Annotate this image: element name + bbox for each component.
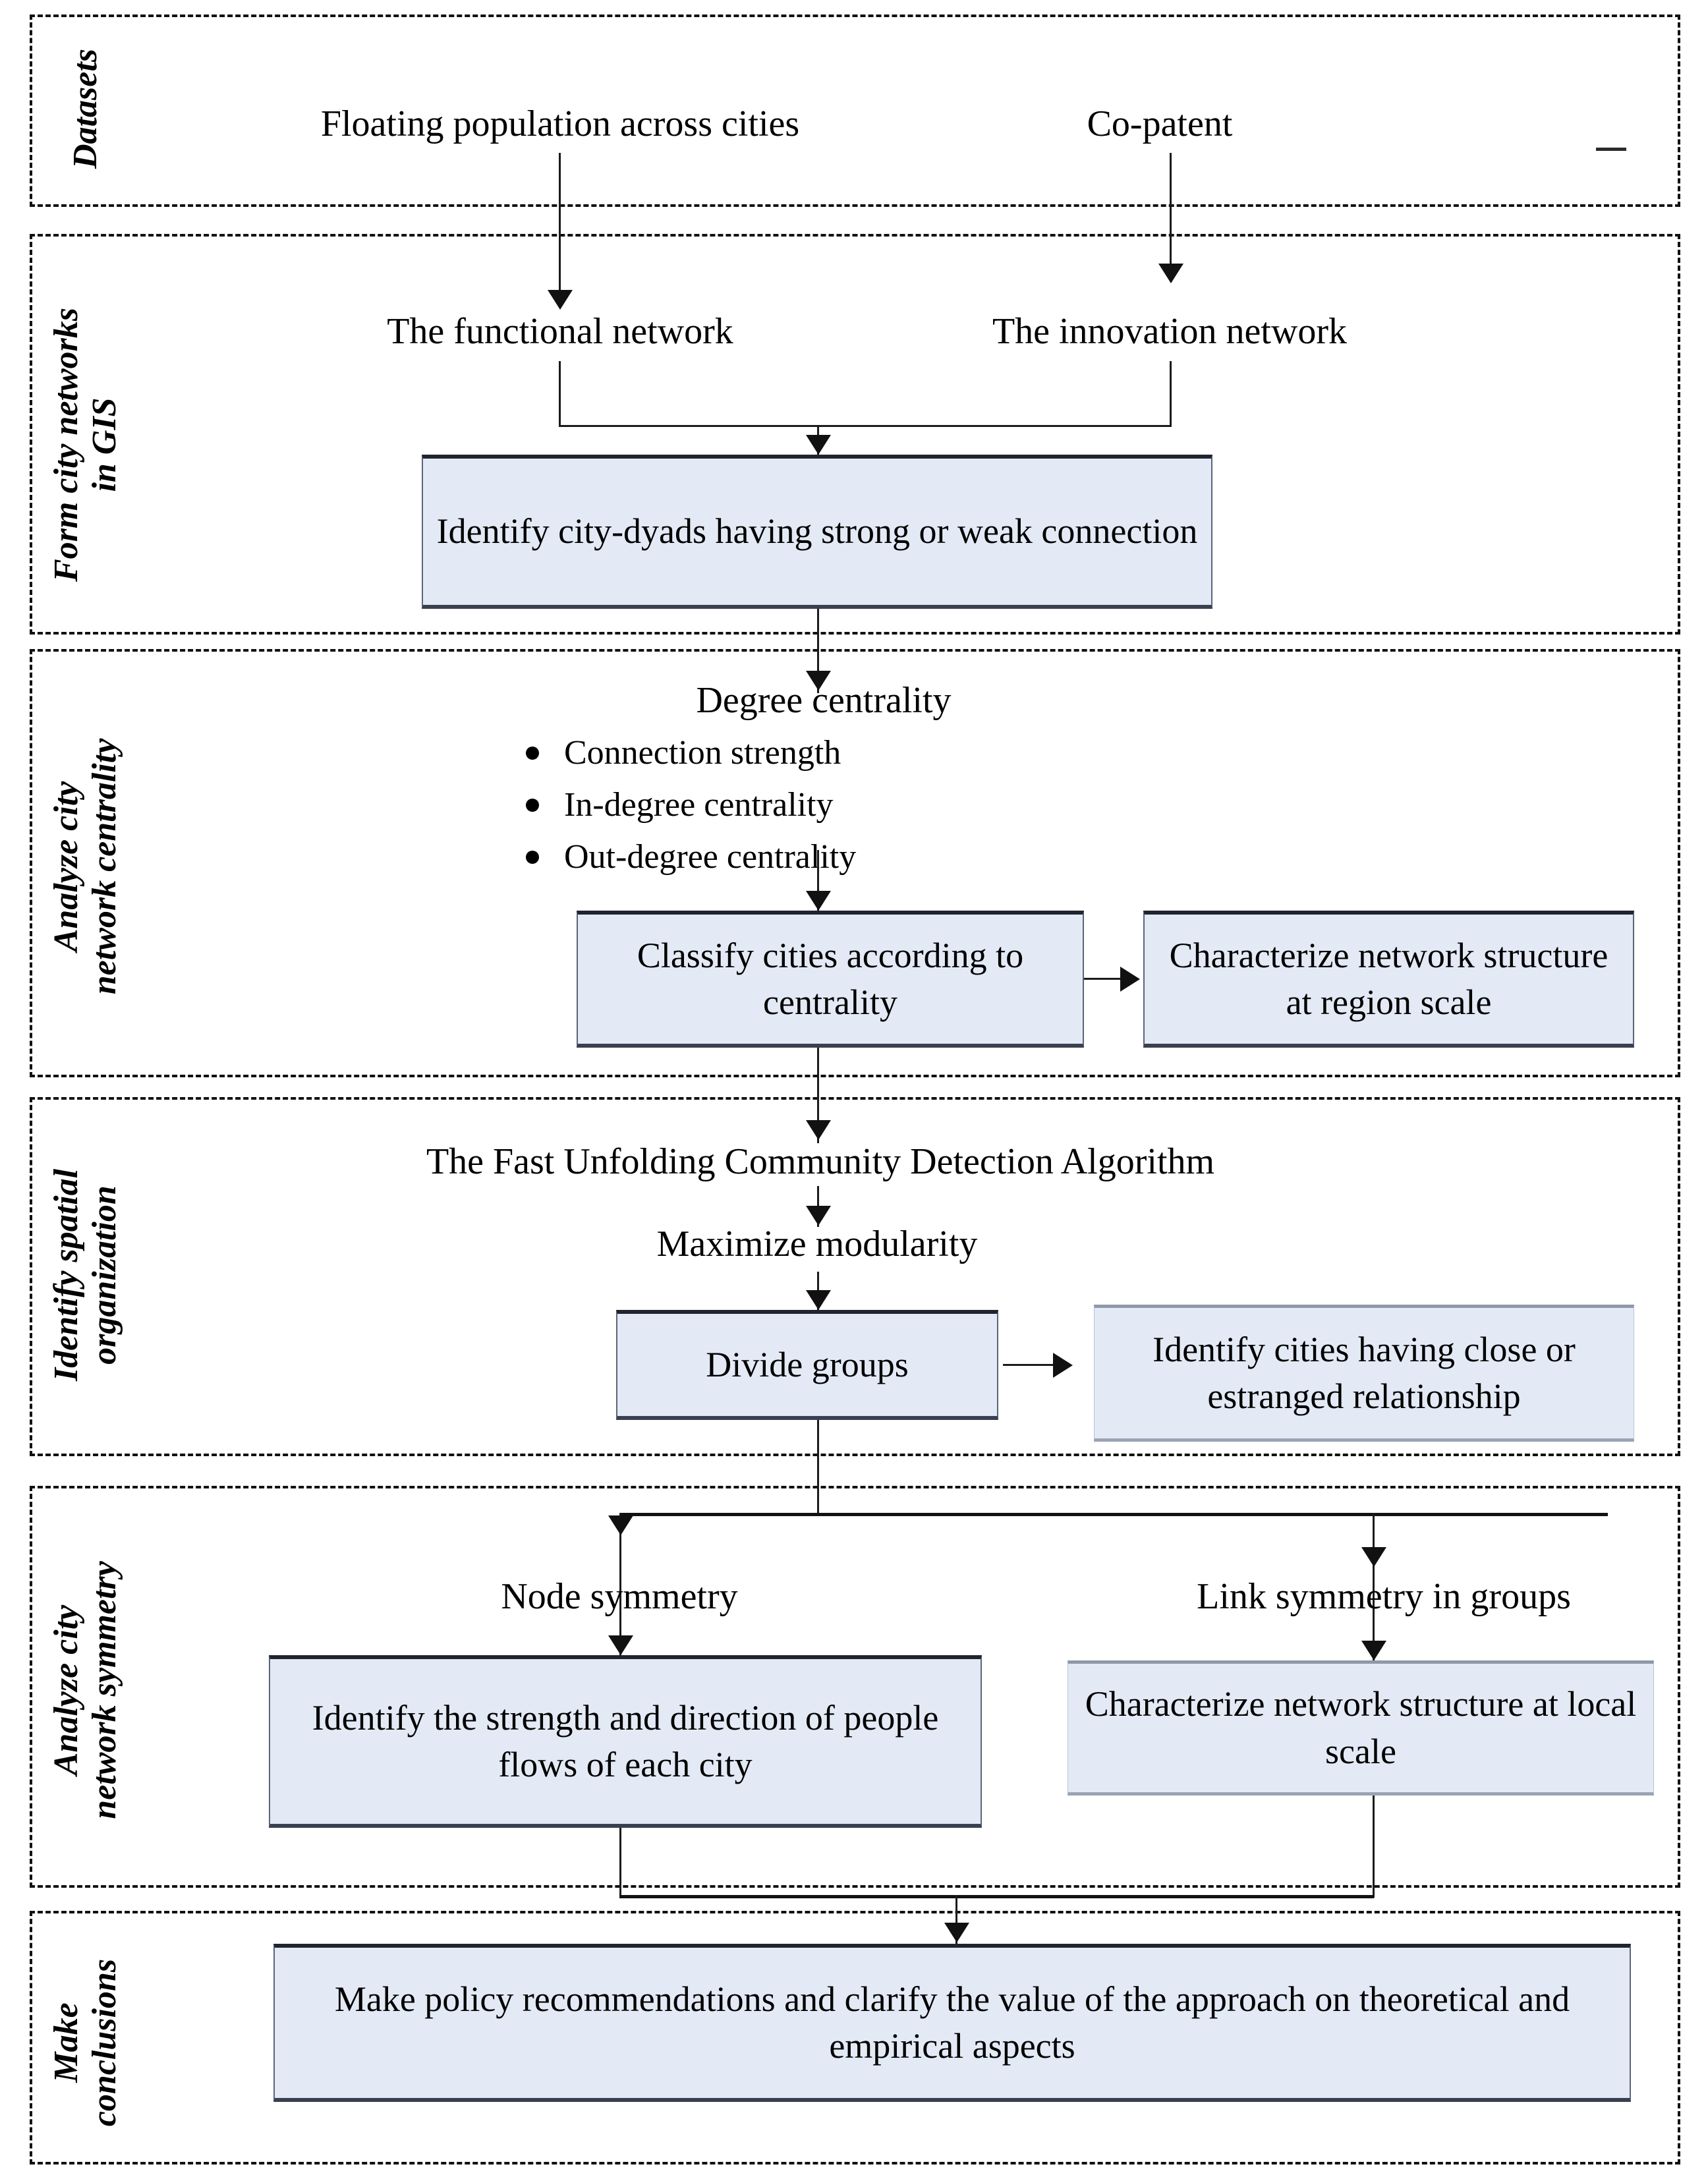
box-identify-strength-direction[interactable]: Identify the strength and direction of p…: [269, 1655, 982, 1828]
stage-label-centrality: Analyze city network centrality: [47, 738, 123, 995]
node-link-symmetry: Link symmetry in groups: [1197, 1576, 1571, 1617]
box-divide-groups[interactable]: Divide groups: [616, 1310, 998, 1420]
connector-floating-to-functional: [559, 153, 561, 295]
node-node-symmetry: Node symmetry: [501, 1576, 738, 1617]
arrowhead-link-symmetry: [1361, 1547, 1386, 1567]
stage-label-form: Form city networks in GIS: [47, 307, 123, 582]
symmetry-split-right-stem: [1373, 1513, 1375, 1687]
stage-centrality: [30, 649, 1680, 1077]
connector-centrality-to-classify: [817, 850, 819, 916]
box-classify-cities[interactable]: Classify cities according to centrality: [577, 911, 1084, 1048]
stage-form: [30, 234, 1680, 635]
conclusion-merge-right-stem: [1373, 1796, 1375, 1898]
conclusion-merge-crossbar: [619, 1895, 1374, 1898]
node-innovation-network: The innovation network: [992, 311, 1348, 352]
node-maximize-modularity: Maximize modularity: [656, 1224, 978, 1264]
node-fast-unfolding: The Fast Unfolding Community Detection A…: [426, 1141, 1215, 1182]
node-floating-population: Floating population across cities: [320, 103, 800, 144]
connector-classify-to-fastunfolding: [817, 1048, 819, 1143]
stage-label-datasets: Datasets: [66, 49, 104, 169]
arrowhead-degree-centrality: [806, 671, 831, 691]
merge-crossbar: [559, 425, 1172, 427]
list-item: Connection strength: [564, 727, 1147, 779]
stage-label-symmetry: Analyze city network symmetry: [47, 1561, 123, 1819]
arrowhead-node-symmetry: [608, 1515, 633, 1535]
arrowhead-identify-strength: [608, 1635, 633, 1655]
connector-copatent-to-innovation: [1170, 153, 1172, 268]
stage-symmetry: [30, 1486, 1680, 1888]
symmetry-split-left-stem: [619, 1513, 621, 1655]
decorative-dash: [1596, 148, 1626, 151]
box-identify-city-dyads[interactable]: Identify city-dyads having strong or wea…: [422, 455, 1212, 609]
list-item: Out-degree centrality: [564, 831, 1147, 883]
conclusion-merge-left-stem: [619, 1828, 621, 1897]
arrowhead-fast-unfolding: [806, 1120, 831, 1140]
arrowhead-characterize-region: [1120, 967, 1140, 992]
box-make-policy-recommendations[interactable]: Make policy recommendations and clarify …: [273, 1944, 1631, 2102]
arrowhead-characterize-local: [1361, 1641, 1386, 1660]
symmetry-split-crossbar: [619, 1513, 1608, 1516]
box-characterize-region[interactable]: Characterize network structure at region…: [1143, 911, 1634, 1048]
box-characterize-local[interactable]: Characterize network structure at local …: [1068, 1660, 1654, 1796]
stage-conclusion: [30, 1911, 1680, 2165]
arrowhead-identify-close: [1053, 1353, 1073, 1378]
stage-spatial: [30, 1097, 1680, 1456]
box-identify-close-estranged[interactable]: Identify cities having close or estrange…: [1094, 1305, 1634, 1442]
stage-label-conclusion: Make conclusions: [47, 1958, 123, 2127]
merge-right-stem: [1170, 361, 1172, 427]
connector-dyads-to-centrality: [817, 609, 819, 693]
connector-classify-to-characterize-region: [1084, 978, 1127, 980]
arrowhead-innovation: [1158, 264, 1183, 283]
list-heading-degree-centrality: Degree centrality: [696, 680, 952, 721]
arrowhead-identify-dyads: [806, 435, 831, 455]
merge-left-stem: [559, 361, 561, 427]
stage-label-spatial: Identify spatial organization: [47, 1168, 123, 1382]
stage-datasets: [30, 14, 1680, 207]
arrowhead-maximize-modularity: [806, 1206, 831, 1226]
connector-divide-to-identify-close: [1003, 1364, 1056, 1366]
list-degree-centrality: Degree centrality Connection strength In…: [501, 679, 1147, 883]
arrowhead-make-policy: [944, 1923, 969, 1942]
connector-divide-down: [817, 1420, 819, 1515]
arrowhead-divide-groups: [806, 1290, 831, 1310]
list-item: In-degree centrality: [564, 779, 1147, 831]
node-co-patent: Co-patent: [1087, 103, 1233, 144]
arrowhead-functional: [548, 290, 573, 310]
arrowhead-classify-cities: [806, 891, 831, 911]
degree-centrality-items: Connection strength In-degree centrality…: [501, 727, 1147, 883]
node-functional-network: The functional network: [387, 311, 733, 352]
